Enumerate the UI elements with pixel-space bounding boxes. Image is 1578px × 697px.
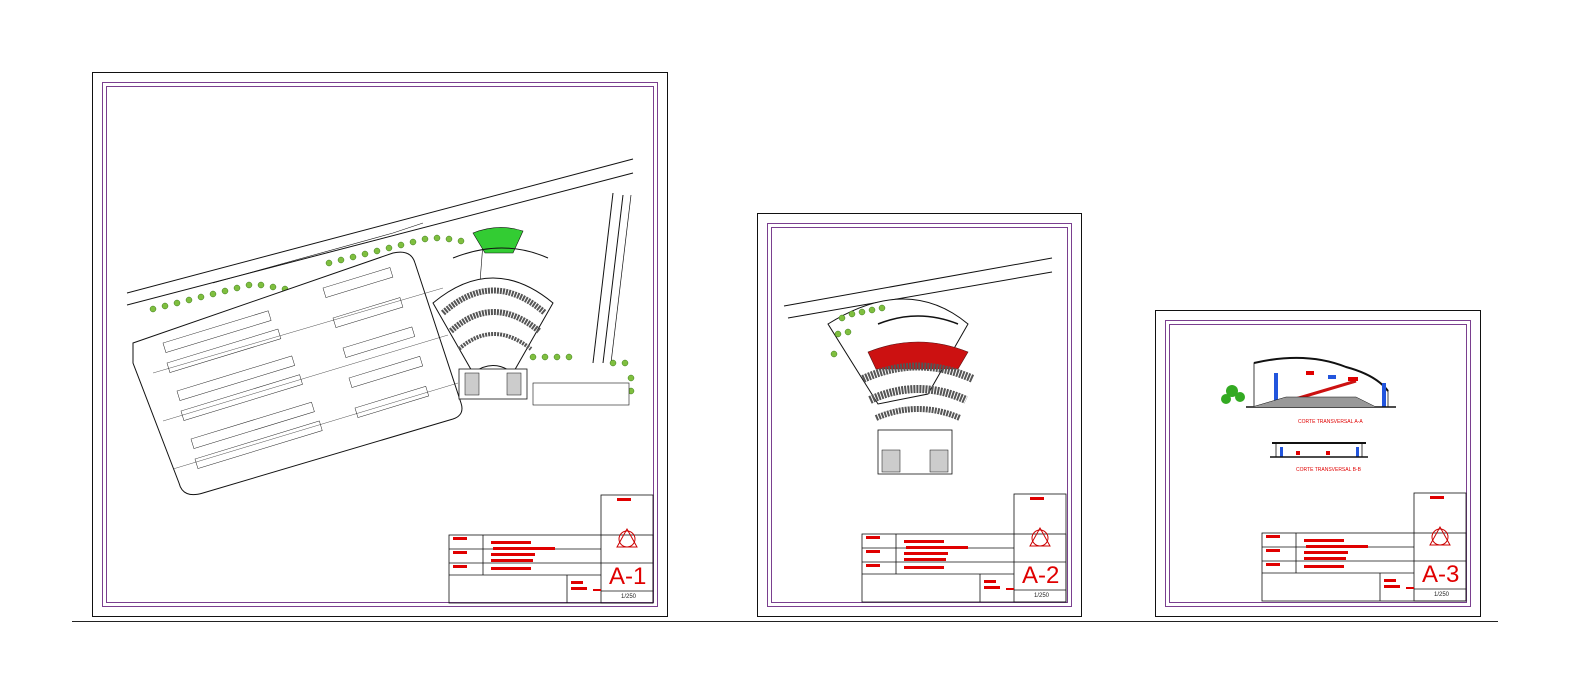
sheet-border bbox=[767, 223, 1072, 607]
sheet-a2[interactable]: A-2 1/250 bbox=[757, 213, 1082, 617]
site-plan-drawing bbox=[126, 158, 654, 604]
floor-plan-drawing bbox=[783, 257, 1067, 603]
sheet-scale-a1: 1/250 bbox=[621, 594, 637, 600]
sheet-border-inner bbox=[771, 227, 1068, 603]
sheet-label-a2: A-2 bbox=[1022, 562, 1060, 589]
sections-drawing bbox=[1221, 356, 1467, 602]
sheet-label-a1: A-1 bbox=[609, 563, 647, 590]
section-caption-a-a: CORTE TRANSVERSAL A-A bbox=[1298, 419, 1363, 425]
sheet-label-a3: A-3 bbox=[1422, 561, 1460, 588]
sheet-a1[interactable]: A-1 1/250 bbox=[92, 72, 668, 617]
sheet-a3[interactable]: CORTE TRANSVERSAL A-A CORTE TRANSVERSAL … bbox=[1155, 310, 1481, 617]
section-caption-b-b: CORTE TRANSVERSAL B-B bbox=[1296, 467, 1361, 473]
sheet-border bbox=[102, 82, 658, 607]
sheet-border-inner bbox=[106, 86, 654, 603]
sheet-scale-a3: 1/250 bbox=[1434, 592, 1450, 598]
sheet-border bbox=[1165, 320, 1471, 607]
sheet-border-inner bbox=[1169, 324, 1467, 603]
ground-line bbox=[72, 621, 1498, 622]
sheet-scale-a2: 1/250 bbox=[1034, 593, 1050, 599]
